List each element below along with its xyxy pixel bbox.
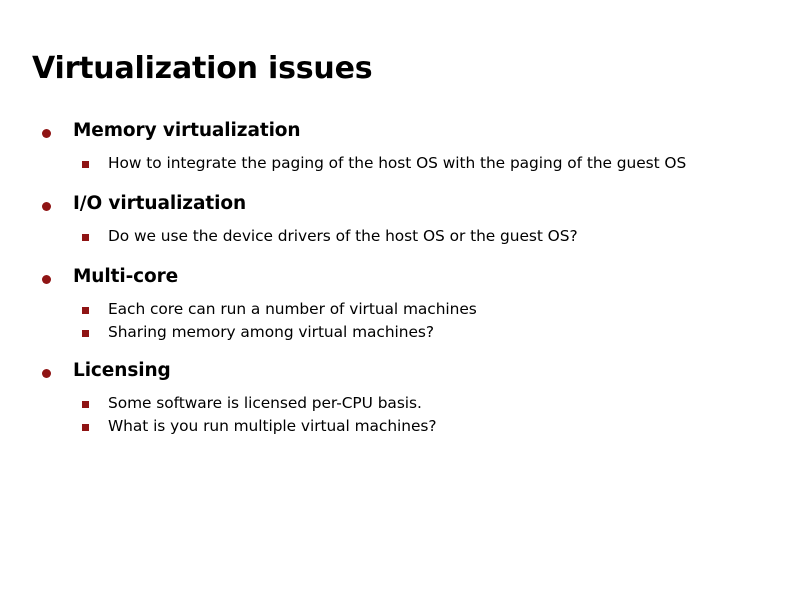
bullet-level1-label: I/O virtualization <box>73 193 247 214</box>
outline-group-io-virtualization: I/O virtualization Do we use the device … <box>0 191 794 264</box>
bullet-level1-label: Memory virtualization <box>73 120 301 141</box>
bullet-level2-each-core: Each core can run a number of virtual ma… <box>0 298 794 321</box>
slide-title: Virtualization issues <box>32 51 373 86</box>
bullet-square-icon <box>82 330 89 337</box>
bullet-level1-label: Licensing <box>73 360 171 381</box>
bullet-level2-multiple-vms: What is you run multiple virtual machine… <box>0 415 794 438</box>
outline-group-multi-core: Multi-core Each core can run a number of… <box>0 264 794 358</box>
outline-group-memory-virtualization: Memory virtualization How to integrate t… <box>0 118 794 191</box>
bullet-level1-io-virtualization: I/O virtualization <box>0 191 794 217</box>
bullet-square-icon <box>82 424 89 431</box>
outline-group-licensing: Licensing Some software is licensed per-… <box>0 358 794 438</box>
slide-body-outline: Memory virtualization How to integrate t… <box>0 118 794 438</box>
bullet-square-icon <box>82 401 89 408</box>
bullet-level2-label: Some software is licensed per-CPU basis. <box>108 394 422 412</box>
bullet-circle-icon <box>42 275 51 284</box>
bullet-level2-memory-paging: How to integrate the paging of the host … <box>0 152 794 175</box>
bullet-level2-label: Sharing memory among virtual machines? <box>108 323 434 341</box>
bullet-level2-label: How to integrate the paging of the host … <box>108 154 687 172</box>
spacer <box>0 144 794 152</box>
bullet-square-icon <box>82 234 89 241</box>
spacer <box>0 217 794 225</box>
bullet-level2-per-cpu-license: Some software is licensed per-CPU basis. <box>0 392 794 415</box>
bullet-level2-device-drivers: Do we use the device drivers of the host… <box>0 225 794 248</box>
spacer <box>0 290 794 298</box>
bullet-level2-sharing-memory: Sharing memory among virtual machines? <box>0 321 794 344</box>
spacer <box>0 175 794 191</box>
bullet-circle-icon <box>42 129 51 138</box>
bullet-level2-label: What is you run multiple virtual machine… <box>108 417 437 435</box>
bullet-level1-memory-virtualization: Memory virtualization <box>0 118 794 144</box>
bullet-circle-icon <box>42 202 51 211</box>
spacer <box>0 248 794 264</box>
spacer <box>0 344 794 358</box>
bullet-level1-multi-core: Multi-core <box>0 264 794 290</box>
bullet-circle-icon <box>42 369 51 378</box>
bullet-level1-label: Multi-core <box>73 266 179 287</box>
bullet-square-icon <box>82 307 89 314</box>
spacer <box>0 384 794 392</box>
bullet-level2-label: Each core can run a number of virtual ma… <box>108 300 477 318</box>
bullet-square-icon <box>82 161 89 168</box>
bullet-level1-licensing: Licensing <box>0 358 794 384</box>
bullet-level2-label: Do we use the device drivers of the host… <box>108 227 578 245</box>
